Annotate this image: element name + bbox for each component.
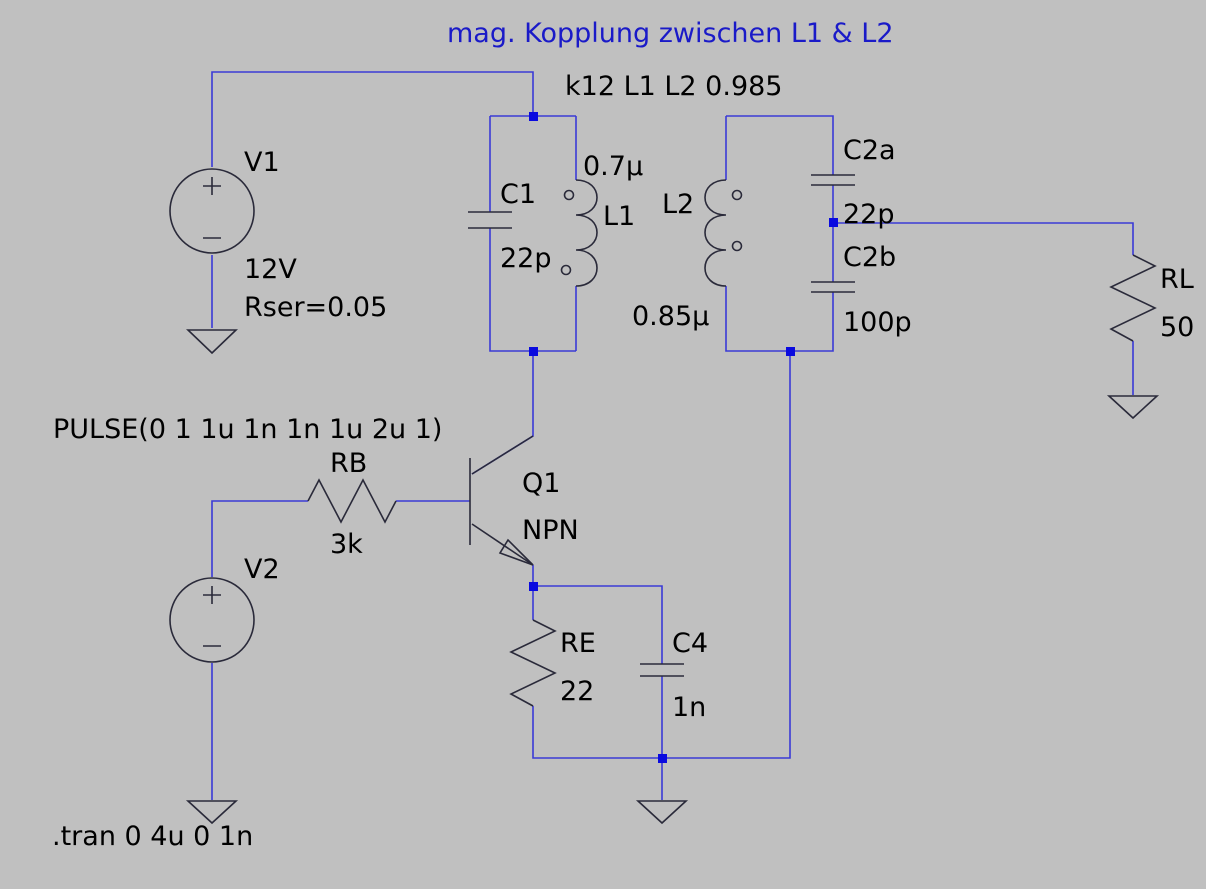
coupling-comment[interactable]: mag. Kopplung zwischen L1 & L2 — [447, 18, 894, 49]
rl-resistor-symbol[interactable] — [1109, 254, 1157, 342]
v2-name[interactable]: V2 — [244, 554, 280, 585]
v1-source-symbol[interactable] — [169, 168, 255, 254]
rl-name[interactable]: RL — [1160, 264, 1194, 295]
junction-dot[interactable] — [529, 582, 538, 591]
v1-value[interactable]: 12V — [244, 254, 297, 285]
wire-l2-bottom[interactable] — [725, 286, 834, 352]
l2-value[interactable]: 0.85µ — [632, 301, 709, 332]
l1-name[interactable]: L1 — [603, 201, 635, 232]
wire-return[interactable] — [662, 351, 791, 759]
c2a-name[interactable]: C2a — [843, 135, 896, 166]
rb-resistor-symbol[interactable] — [307, 478, 397, 524]
ground-symbol — [185, 800, 239, 825]
c2a-capacitor-symbol[interactable] — [811, 174, 855, 186]
junctions — [529, 112, 838, 763]
v1-param[interactable]: Rser=0.05 — [244, 292, 387, 323]
q1-transistor-symbol[interactable] — [469, 435, 534, 566]
v2-source-symbol[interactable] — [169, 577, 255, 663]
re-resistor-symbol[interactable] — [509, 619, 557, 707]
re-name[interactable]: RE — [560, 628, 596, 659]
wire-v1-supply[interactable] — [211, 71, 534, 167]
wire-output[interactable] — [833, 222, 1134, 255]
junction-dot[interactable] — [529, 347, 538, 356]
v2-value[interactable]: PULSE(0 1 1u 1n 1n 1u 2u 1) — [53, 414, 442, 445]
c2b-name[interactable]: C2b — [843, 242, 896, 273]
ground-symbol — [1106, 395, 1160, 420]
l2-name[interactable]: L2 — [662, 189, 694, 220]
wire-re-bottom[interactable] — [532, 706, 662, 759]
c2b-value[interactable]: 100p — [843, 307, 912, 338]
q1-name[interactable]: Q1 — [522, 468, 560, 499]
l2-inductor-symbol[interactable] — [704, 179, 743, 287]
c1-value[interactable]: 22p — [500, 243, 552, 274]
v1-name[interactable]: V1 — [244, 147, 280, 178]
wire-c1-bottom[interactable] — [489, 228, 576, 352]
wire-tank2-top[interactable] — [726, 115, 834, 175]
c2b-capacitor-symbol[interactable] — [811, 281, 855, 293]
wire-v2-rb[interactable] — [211, 500, 308, 577]
junction-dot[interactable] — [658, 754, 667, 763]
c1-name[interactable]: C1 — [500, 179, 536, 210]
wire-emitter[interactable] — [532, 565, 663, 664]
rb-value[interactable]: 3k — [330, 529, 363, 560]
l1-value[interactable]: 0.7µ — [583, 151, 643, 182]
rl-value[interactable]: 50 — [1160, 312, 1194, 343]
junction-dot[interactable] — [829, 218, 838, 227]
c2a-value[interactable]: 22p — [843, 199, 895, 230]
c4-capacitor-symbol[interactable] — [640, 663, 684, 677]
re-value[interactable]: 22 — [560, 676, 594, 707]
ground-symbol — [635, 800, 689, 825]
ground-symbol — [186, 329, 238, 355]
l1-inductor-symbol[interactable] — [560, 179, 598, 287]
c4-value[interactable]: 1n — [672, 692, 706, 723]
wires — [211, 71, 1134, 800]
c1-capacitor-symbol[interactable] — [468, 211, 512, 229]
rb-name[interactable]: RB — [330, 448, 367, 479]
junction-dot[interactable] — [529, 112, 538, 121]
q1-value[interactable]: NPN — [522, 515, 579, 546]
tran-directive[interactable]: .tran 0 4u 0 1n — [52, 821, 253, 852]
c4-name[interactable]: C4 — [672, 628, 708, 659]
coupling-directive[interactable]: k12 L1 L2 0.985 — [565, 71, 782, 102]
junction-dot[interactable] — [786, 347, 795, 356]
